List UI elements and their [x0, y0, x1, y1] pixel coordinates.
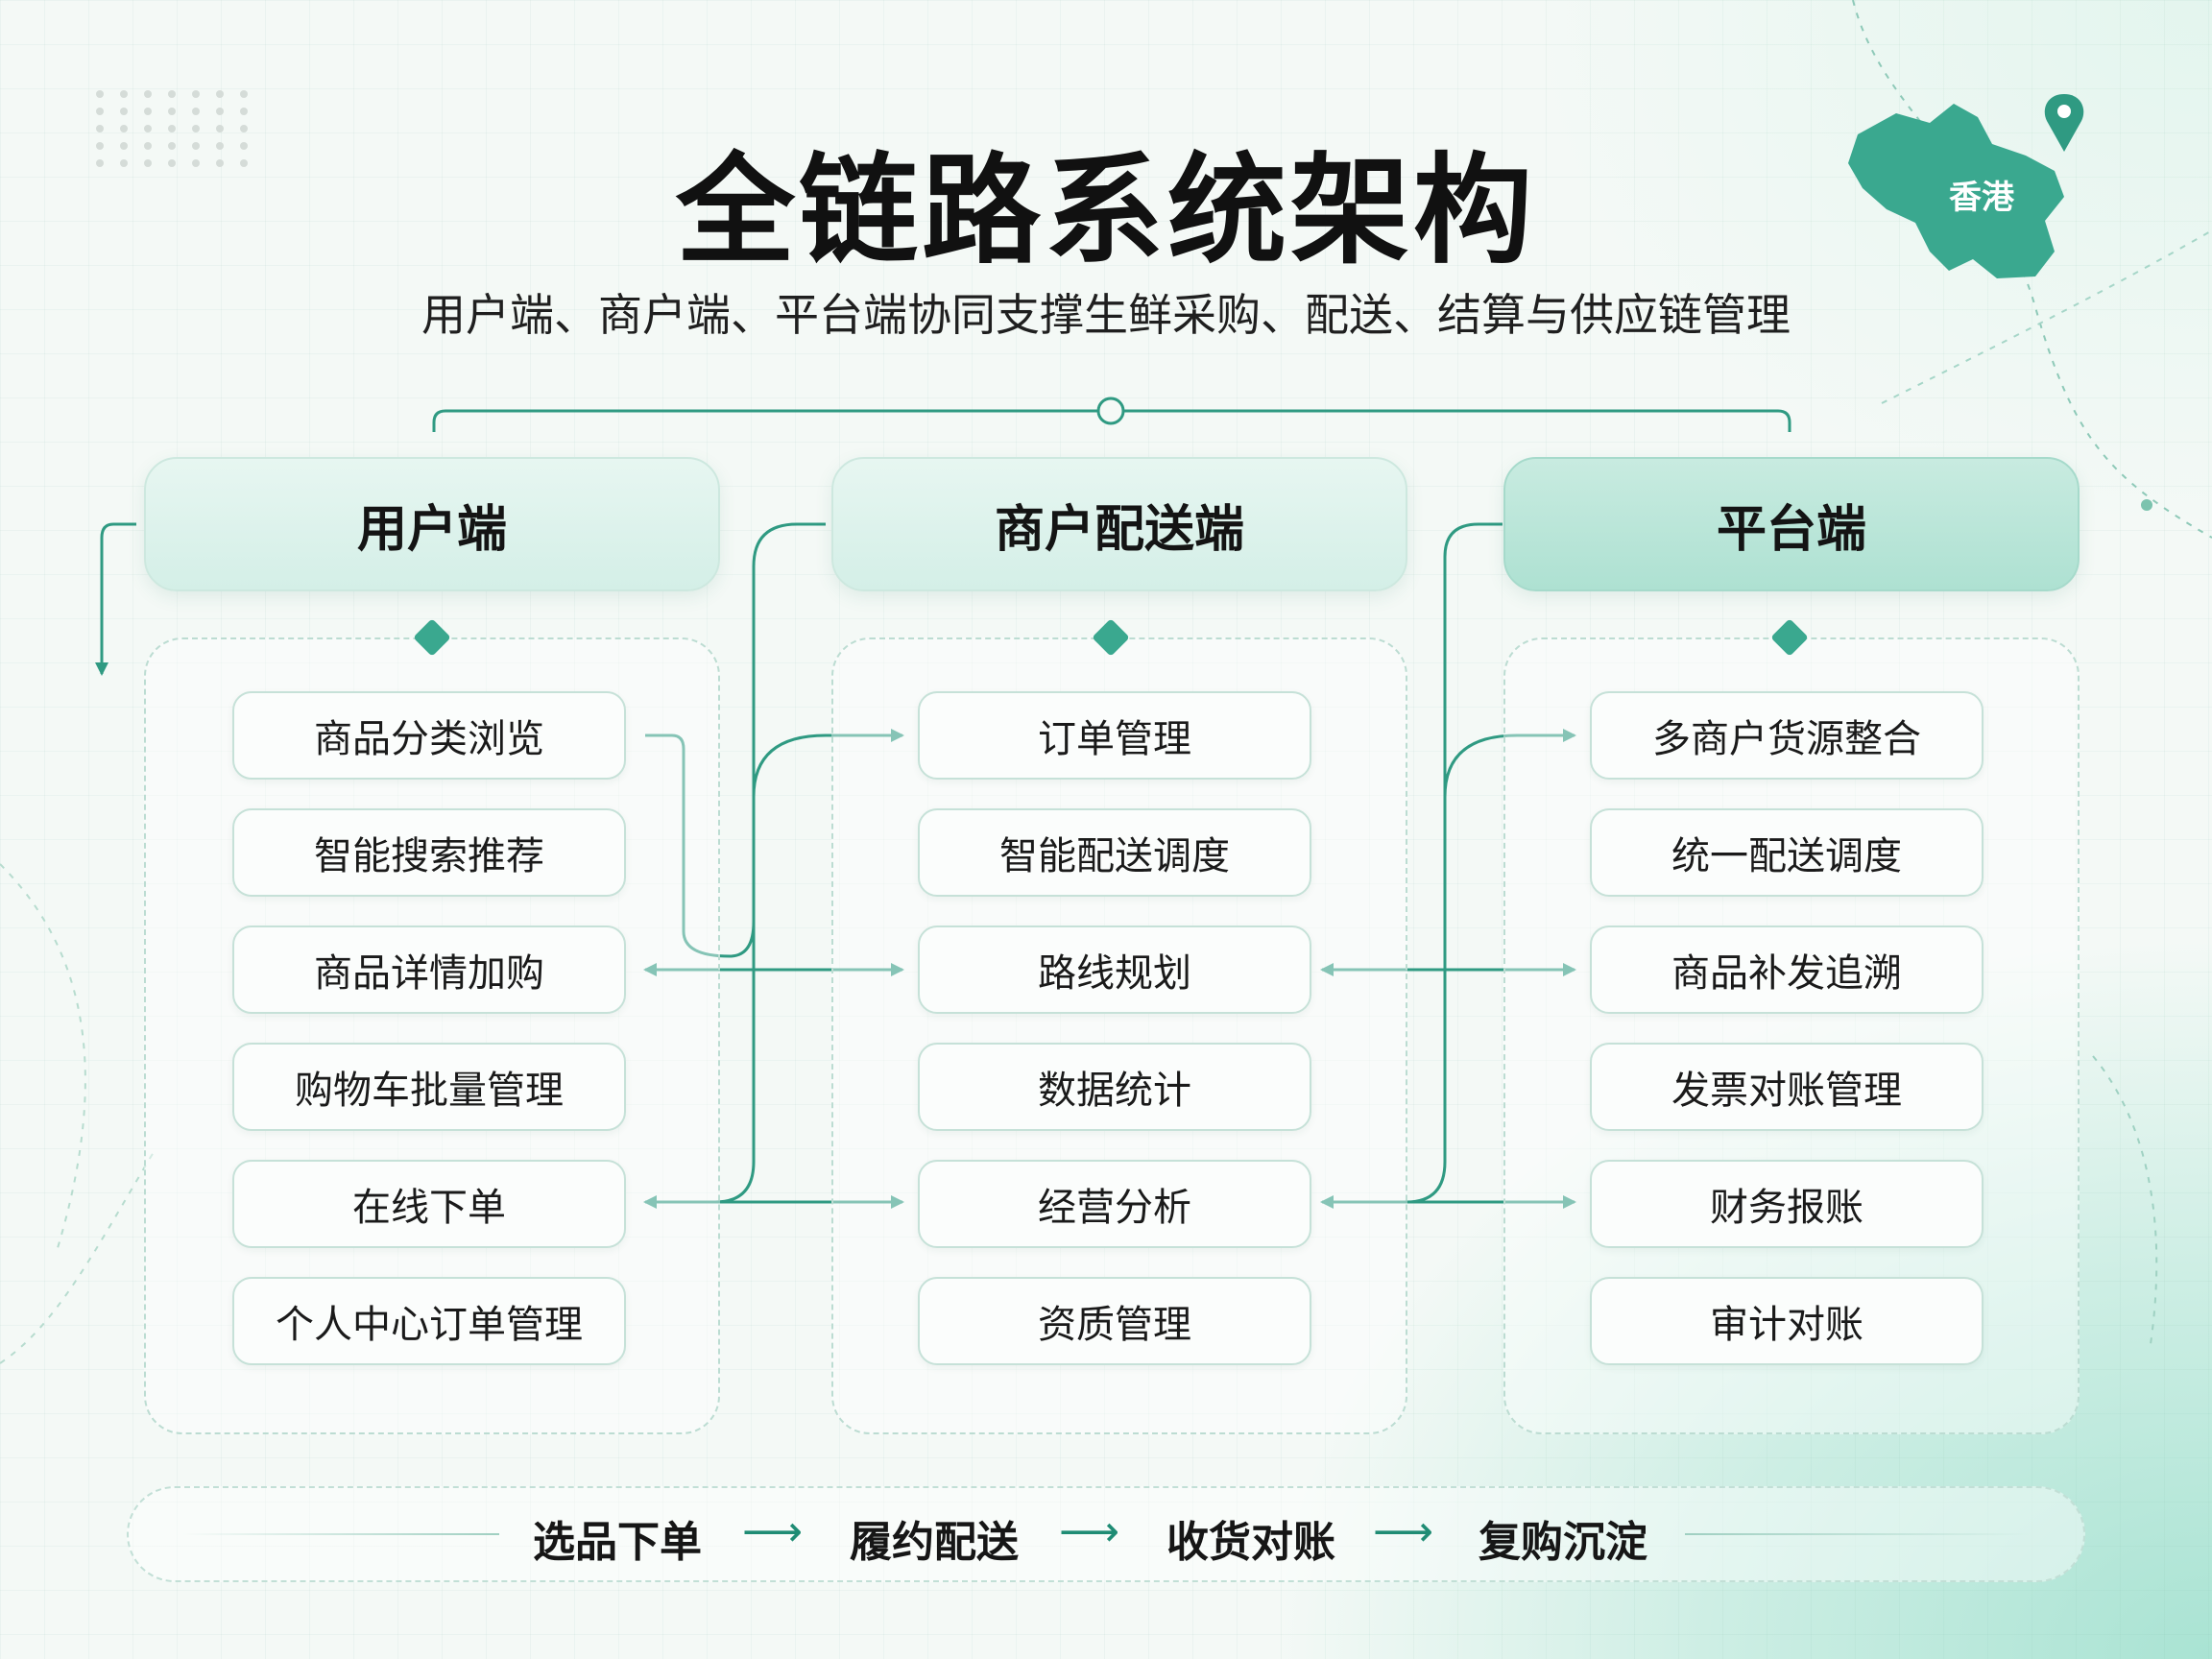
flow-arrow-icon: ⟶ [1373, 1507, 1434, 1556]
dot-decoration [192, 142, 200, 150]
link-detail-to-order [752, 729, 904, 970]
page-title: 全链路系统架构 [675, 142, 1536, 280]
dot-decoration [96, 142, 104, 150]
merchant-item-route-plan[interactable]: 路线规划 [918, 926, 1311, 1014]
link-analysis-up [1406, 970, 1447, 1204]
dot-decoration [216, 142, 224, 150]
merchant-item-dispatch[interactable]: 智能配送调度 [918, 808, 1311, 897]
link-order-place-up [714, 970, 756, 1204]
dot-decoration [168, 108, 176, 115]
dot-decoration [96, 125, 104, 132]
dot-decoration [168, 90, 176, 98]
dot-decoration [240, 125, 248, 132]
platform-item-supply-integration[interactable]: 多商户货源整合 [1590, 691, 1984, 780]
column-header-platform: 平台端 [1503, 457, 2080, 591]
link-browse-to-merchant-header [645, 522, 826, 958]
flow-step-fulfillment: 履约配送 [850, 1518, 1019, 1567]
merchant-item-analysis[interactable]: 经营分析 [918, 1160, 1311, 1248]
platform-item-reissue-trace[interactable]: 商品补发追溯 [1590, 926, 1984, 1014]
flow-arrow-icon: ⟶ [742, 1507, 804, 1556]
top-bracket-connector [432, 409, 1791, 432]
dot-decoration [216, 108, 224, 115]
platform-item-audit[interactable]: 审计对账 [1590, 1277, 1984, 1365]
dot-decoration [168, 142, 176, 150]
user-item-smart-search[interactable]: 智能搜索推荐 [232, 808, 626, 897]
dot-decoration [192, 125, 200, 132]
flow-step-select-order: 选品下单 [533, 1518, 702, 1567]
column-header-merchant: 商户配送端 [831, 457, 1407, 591]
user-item-cart-manage[interactable]: 购物车批量管理 [232, 1043, 626, 1131]
dot-decoration [144, 159, 152, 167]
dashed-curve-decoration [0, 863, 86, 1249]
column-header-user: 用户端 [144, 457, 720, 591]
user-item-category-browse[interactable]: 商品分类浏览 [232, 691, 626, 780]
user-item-product-detail[interactable]: 商品详情加购 [232, 926, 626, 1014]
region-map-shape [1848, 104, 2064, 278]
dot-decoration [240, 90, 248, 98]
dot-decoration [96, 108, 104, 115]
dot-decoration [216, 90, 224, 98]
dot-decoration [120, 125, 128, 132]
platform-item-invoice-reconcile[interactable]: 发票对账管理 [1590, 1043, 1984, 1131]
dot-decoration [192, 90, 200, 98]
dashed-curve-decoration [2092, 1055, 2158, 1345]
dot-decoration [168, 159, 176, 167]
flow-line-right [1685, 1533, 2031, 1535]
dashed-curve-decoration [0, 1151, 155, 1364]
dot-decoration [240, 159, 248, 167]
flow-step-receive-reconcile: 收货对账 [1166, 1518, 1335, 1567]
merchant-item-statistics[interactable]: 数据统计 [918, 1043, 1311, 1131]
dot-decoration [144, 108, 152, 115]
dot-decoration [240, 142, 248, 150]
platform-item-finance-report[interactable]: 财务报账 [1590, 1160, 1984, 1248]
dot-decoration [120, 159, 128, 167]
merchant-item-qualification[interactable]: 资质管理 [918, 1277, 1311, 1365]
user-item-profile-orders[interactable]: 个人中心订单管理 [232, 1277, 626, 1365]
link-to-platform-header [1443, 522, 1503, 797]
region-label: 香港 [1949, 179, 2014, 217]
top-bracket-node [1096, 397, 1125, 425]
dot-decoration [240, 108, 248, 115]
dot-decoration [2141, 499, 2152, 511]
dot-decoration [144, 142, 152, 150]
dot-decoration [96, 159, 104, 167]
flow-line-left [182, 1533, 499, 1535]
map-pin-icon [2044, 94, 2084, 152]
dot-decoration [168, 125, 176, 132]
platform-item-unified-dispatch[interactable]: 统一配送调度 [1590, 808, 1984, 897]
dot-decoration [144, 90, 152, 98]
dot-decoration [192, 108, 200, 115]
dot-grid-decoration [96, 90, 248, 167]
dot-decoration [216, 125, 224, 132]
merchant-item-order-manage[interactable]: 订单管理 [918, 691, 1311, 780]
dot-decoration [192, 159, 200, 167]
page-subtitle: 用户端、商户端、平台端协同支撑生鲜采购、配送、结算与供应链管理 [421, 289, 1791, 341]
flow-arrow-icon: ⟶ [1059, 1507, 1120, 1556]
dot-decoration [96, 90, 104, 98]
dot-decoration [144, 125, 152, 132]
dot-decoration [120, 142, 128, 150]
flow-step-repurchase: 复购沉淀 [1479, 1518, 1647, 1567]
dot-decoration [120, 108, 128, 115]
user-item-place-order[interactable]: 在线下单 [232, 1160, 626, 1248]
dashed-curve-decoration [1852, 0, 2212, 539]
dot-decoration [216, 159, 224, 167]
dot-decoration [120, 90, 128, 98]
side-arrow-connector [95, 522, 136, 676]
dashed-curve-decoration [1881, 229, 2212, 404]
